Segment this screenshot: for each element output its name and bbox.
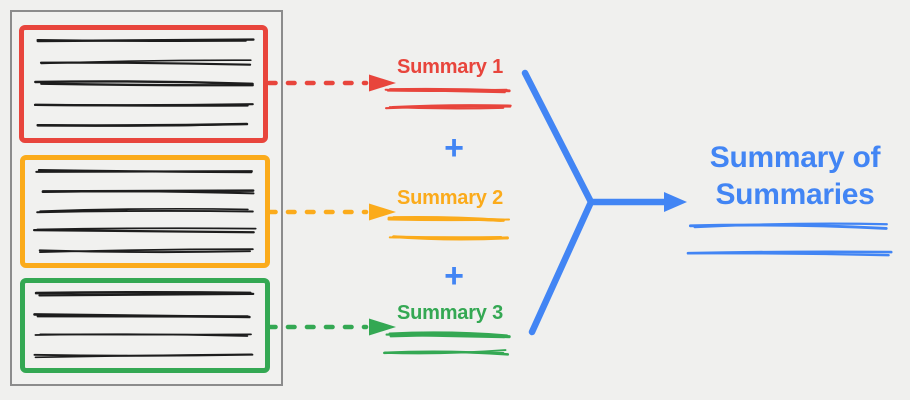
extract-arrow-1 (266, 74, 396, 92)
extract-arrow-3 (266, 318, 396, 336)
summary-2-scribble (387, 215, 511, 241)
merge-arrowhead (664, 192, 687, 212)
text-lines-scribble (33, 290, 255, 359)
extract-arrow-2 (266, 203, 396, 221)
result-scribble (686, 222, 893, 257)
source-document (10, 10, 283, 386)
doc-section-1 (19, 25, 268, 143)
summary-3-scribble (383, 331, 511, 356)
doc-section-2 (20, 155, 270, 268)
plus-operator-1: + (444, 129, 464, 167)
doc-section-3 (20, 278, 270, 373)
result-title: Summary of Summaries (690, 139, 900, 213)
text-lines-scribble (33, 38, 255, 127)
result-title-line1: Summary of (709, 141, 881, 174)
summary-1-label: Summary 1 (396, 56, 504, 78)
text-lines-scribble (32, 169, 257, 254)
result-title-line2: Summaries (715, 178, 875, 211)
merge-arrow (521, 69, 687, 336)
summary-2-label: Summary 2 (396, 187, 504, 209)
summary-1-scribble (384, 87, 512, 110)
merge-arrow-branches (521, 69, 595, 336)
plus-operator-2: + (444, 257, 464, 295)
summary-3-label: Summary 3 (396, 302, 504, 324)
